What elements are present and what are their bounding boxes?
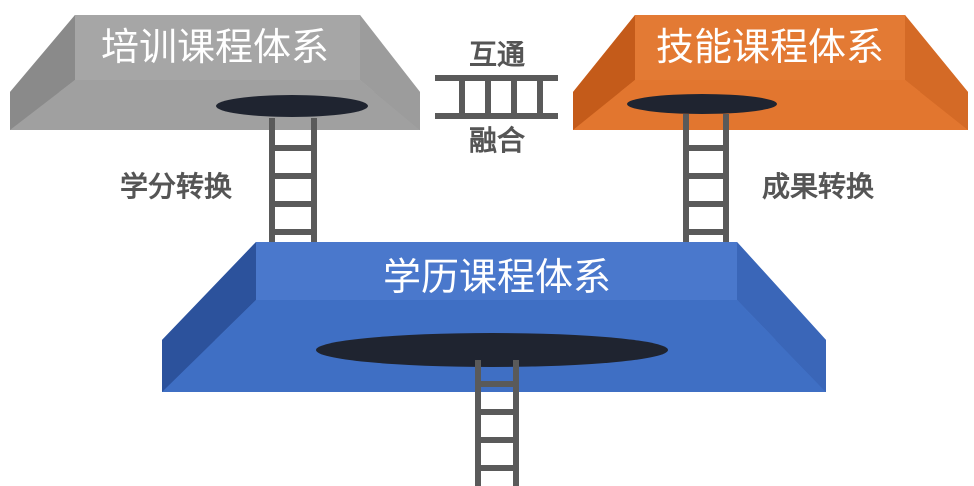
skill-system-box: 技能课程体系	[573, 15, 968, 130]
bridge-bottom-label: 融合	[469, 124, 526, 157]
bottom-ladder	[475, 360, 519, 486]
achievement-transfer-label: 成果转换	[762, 170, 875, 203]
right-ladder	[683, 114, 729, 245]
left-ladder	[269, 118, 317, 245]
bridge-ladder	[435, 75, 558, 119]
academic-hole	[316, 333, 668, 367]
training-system-box: 培训课程体系	[10, 15, 420, 130]
skill-title: 技能课程体系	[656, 25, 884, 69]
training-hole	[216, 95, 368, 117]
bridge-top-label: 互通	[469, 38, 525, 71]
academic-title: 学历课程体系	[383, 255, 611, 299]
training-title: 培训课程体系	[101, 25, 329, 69]
academic-system-box: 学历课程体系	[162, 242, 826, 392]
credit-transfer-label: 学分转换	[120, 170, 233, 203]
skill-hole	[627, 94, 777, 114]
